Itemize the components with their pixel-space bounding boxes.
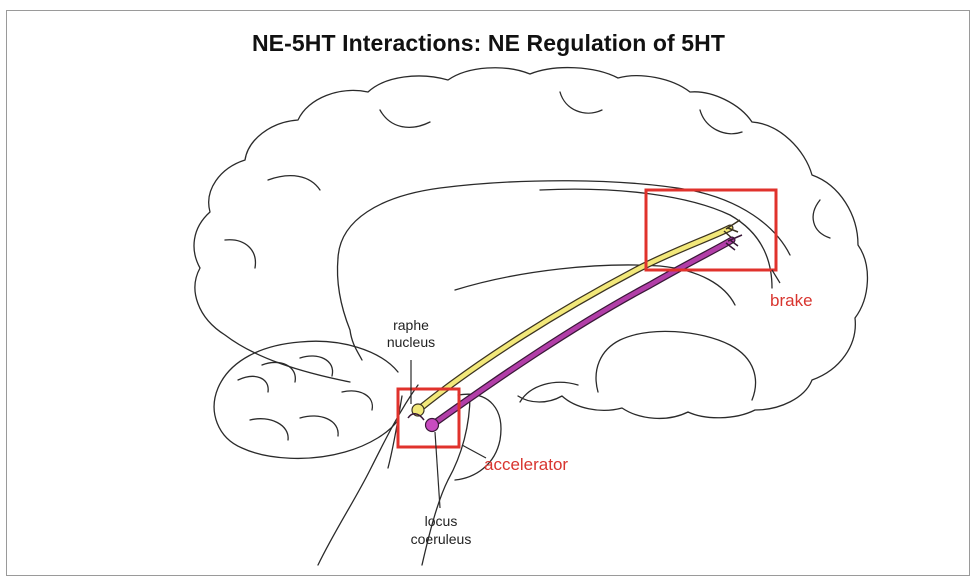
cerebellum-fold xyxy=(341,390,373,411)
raphe-label-line2: nucleus xyxy=(387,334,435,350)
raphe-label-line1: raphe xyxy=(393,317,429,333)
serotonin-pathway xyxy=(411,219,741,417)
locus-coeruleus-cell xyxy=(424,417,440,433)
pons-outline xyxy=(454,393,502,481)
cerebellum-fold xyxy=(299,355,334,377)
gyrus-line xyxy=(559,91,603,114)
gyrus-line xyxy=(379,109,431,128)
diagram-frame xyxy=(6,10,970,576)
accelerator-leader-line xyxy=(461,444,487,459)
fornix-arc xyxy=(539,188,773,289)
locus-label-line2: coeruleus xyxy=(411,531,472,547)
brake-highlight-box xyxy=(644,188,778,272)
locus-label-line1: locus xyxy=(425,513,458,529)
diagram-title: NE-5HT Interactions: NE Regulation of 5H… xyxy=(251,30,726,56)
brake-leader-line xyxy=(771,269,781,284)
brainstem-left xyxy=(317,384,419,566)
cerebellum-outline xyxy=(213,340,399,460)
corpus-callosum xyxy=(337,180,791,259)
brainstem-right xyxy=(421,394,471,566)
gyrus-line xyxy=(699,109,743,135)
accelerator-label: accelerator xyxy=(484,455,568,474)
cerebellum-fold xyxy=(249,418,289,441)
thalamus-outline xyxy=(595,330,757,401)
midbrain-line xyxy=(387,395,403,469)
gyrus-line xyxy=(224,239,257,269)
cerebrum-outline xyxy=(193,66,869,420)
cingulate-inner xyxy=(336,257,363,361)
cerebellum-fold xyxy=(299,415,339,437)
cerebellum-fold xyxy=(237,375,269,393)
norepinephrine-pathway xyxy=(407,234,743,433)
cerebellum-fold xyxy=(261,361,296,383)
gyrus-line xyxy=(267,175,321,191)
brake-label: brake xyxy=(770,291,813,310)
hypothalamus-line xyxy=(519,381,579,403)
accelerator-highlight-box xyxy=(396,387,461,449)
gyrus-line xyxy=(812,199,831,239)
locus-leader-line xyxy=(434,431,441,509)
